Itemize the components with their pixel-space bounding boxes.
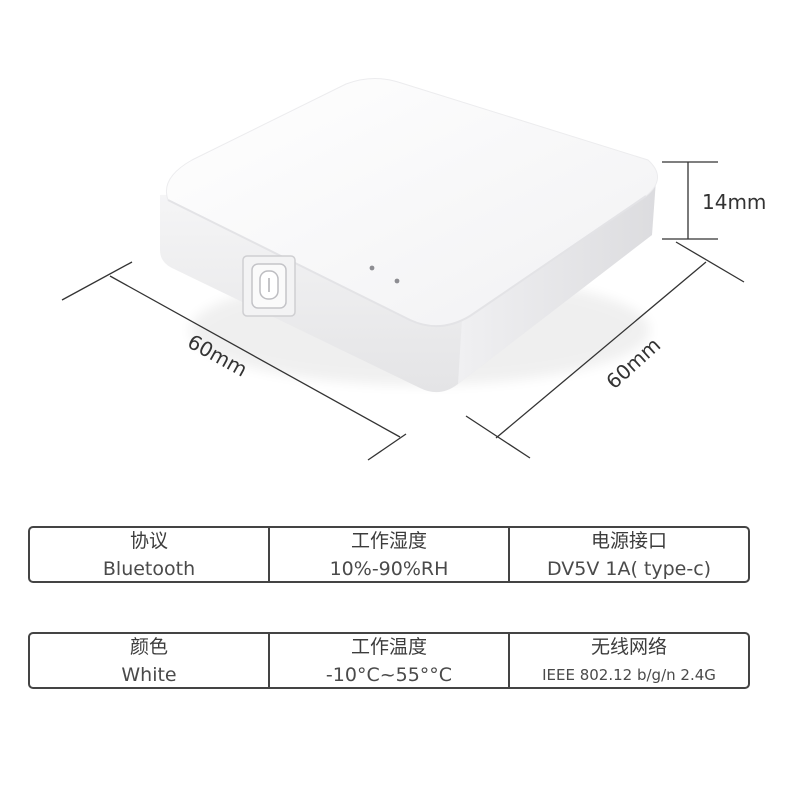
depth-dimension [465, 241, 745, 459]
spec-value: Bluetooth [102, 557, 196, 580]
product-illustration: 14mm 60mm 60mm [61, 78, 766, 461]
usb-port-icon [242, 255, 296, 317]
spec-cell-protocol: 协议 Bluetooth [30, 528, 270, 581]
spec-value: DV5V 1A( type-c) [546, 557, 712, 580]
height-label: 14mm [702, 190, 766, 214]
spec-label: 工作温度 [350, 635, 427, 658]
spec-value: IEEE 802.12 b/g/n 2.4G [542, 665, 716, 684]
spec-cell-humidity: 工作湿度 10%-90%RH [270, 528, 510, 581]
gateway-device [160, 78, 658, 393]
spec-table-1: 协议 Bluetooth 工作湿度 10%-90%RH 电源接口 DV5V 1A… [28, 526, 750, 583]
spec-cell-wireless: 无线网络 IEEE 802.12 b/g/n 2.4G [510, 634, 748, 687]
spec-label: 工作湿度 [350, 529, 427, 552]
spec-label: 电源接口 [590, 529, 667, 552]
spec-label: 颜色 [129, 635, 168, 658]
spec-label: 无线网络 [590, 635, 667, 658]
spec-table-2: 颜色 White 工作温度 -10°C~55°°C 无线网络 IEEE 802.… [28, 632, 750, 689]
height-dimension [662, 161, 718, 240]
spec-cell-power: 电源接口 DV5V 1A( type-c) [510, 528, 748, 581]
spec-cell-color: 颜色 White [30, 634, 270, 687]
led-indicator-1 [369, 265, 375, 271]
spec-cell-temperature: 工作温度 -10°C~55°°C [270, 634, 510, 687]
spec-value: White [121, 663, 177, 686]
led-indicator-2 [394, 278, 400, 284]
spec-value: 10%-90%RH [329, 557, 449, 580]
spec-value: -10°C~55°°C [325, 663, 453, 686]
width-dimension [61, 261, 407, 461]
spec-label: 协议 [129, 529, 168, 552]
